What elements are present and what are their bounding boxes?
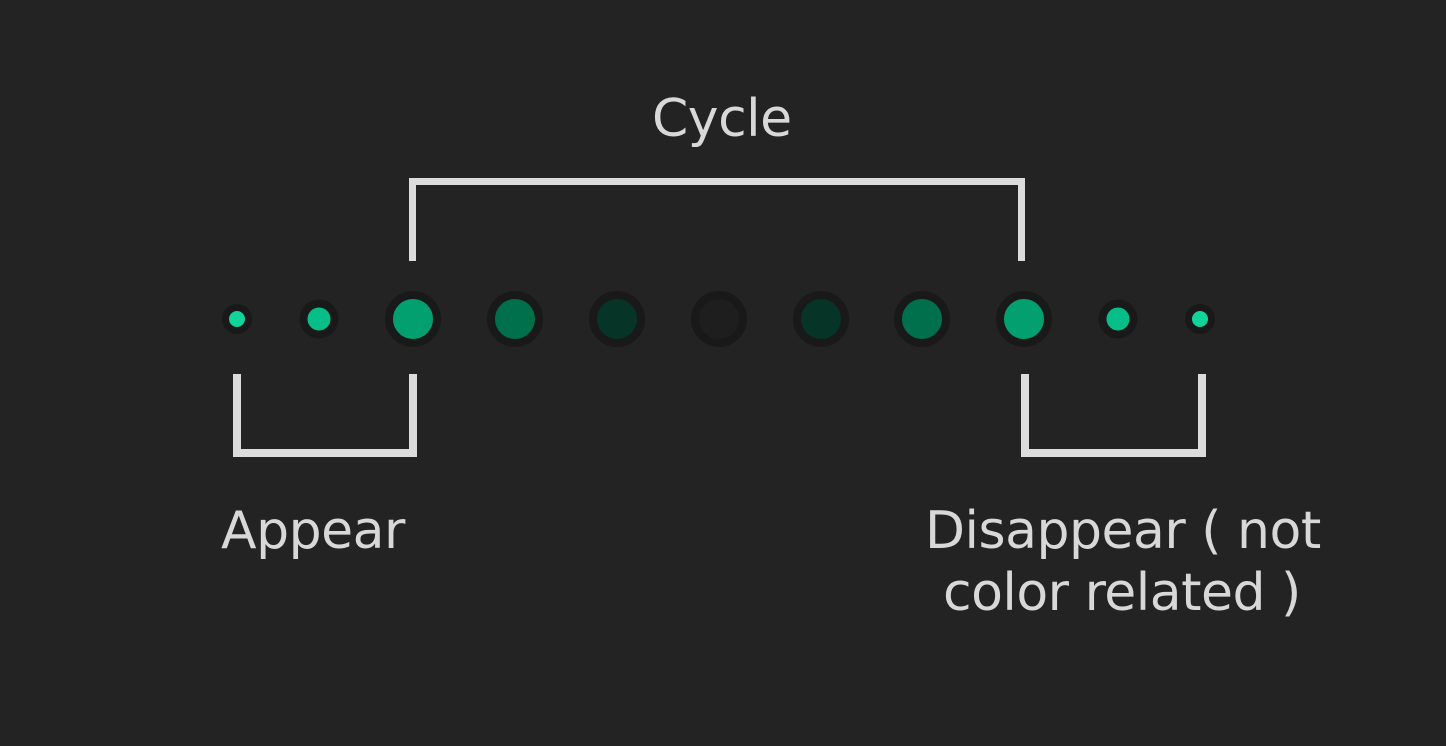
cycle-dot: [487, 291, 543, 347]
appear-dot: [222, 304, 252, 334]
cycle-dot: [691, 291, 747, 347]
cycle-dot: [894, 291, 950, 347]
appear-bracket: [233, 374, 417, 457]
disappear-dot: [1185, 304, 1215, 334]
cycle-dot: [385, 291, 441, 347]
cycle-label: Cycle: [652, 89, 792, 149]
appear-dot: [299, 299, 339, 339]
disappear-bracket: [1021, 374, 1206, 457]
disappear-dot: [1098, 299, 1138, 339]
appear-label: Appear: [221, 501, 405, 561]
cycle-dot: [589, 291, 645, 347]
cycle-dot: [793, 291, 849, 347]
cycle-bracket: [409, 178, 1025, 261]
cycle-dot: [996, 291, 1052, 347]
disappear-label-line1: Disappear ( not: [925, 501, 1321, 561]
disappear-label-line2: color related ): [943, 563, 1301, 623]
